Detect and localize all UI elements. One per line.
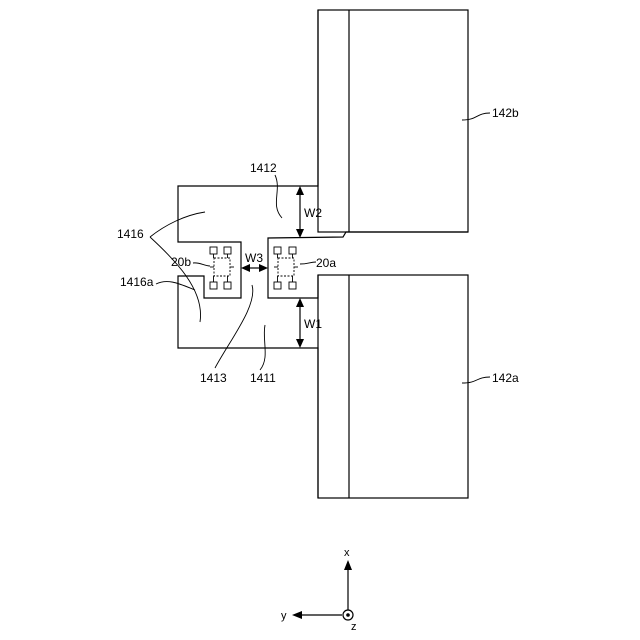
label-1412: 1412 bbox=[250, 161, 277, 175]
plate-142a bbox=[318, 275, 468, 498]
label-20a: 20a bbox=[316, 256, 336, 270]
dimension-w3-arrow bbox=[241, 264, 268, 272]
axis-label-y: y bbox=[281, 610, 287, 622]
label-142a: 142a bbox=[492, 371, 519, 385]
element-20b bbox=[210, 247, 234, 289]
label-1416a: 1416a bbox=[120, 275, 154, 289]
label-1413: 1413 bbox=[200, 371, 227, 385]
label-w3: W3 bbox=[245, 251, 263, 265]
dimension-w2-arrow bbox=[296, 186, 304, 238]
leader-lines bbox=[150, 113, 490, 383]
axis-label-z: z bbox=[351, 621, 357, 633]
axis-label-x: x bbox=[344, 547, 350, 559]
label-w1: W1 bbox=[304, 317, 322, 331]
slot-outline bbox=[268, 232, 468, 298]
label-1416: 1416 bbox=[117, 227, 144, 241]
plate-142b bbox=[318, 10, 468, 232]
label-20b: 20b bbox=[171, 255, 191, 269]
coordinate-axes bbox=[292, 560, 353, 620]
label-w2: W2 bbox=[304, 206, 322, 220]
dimension-w1-arrow bbox=[296, 298, 304, 348]
label-1411: 1411 bbox=[250, 371, 276, 385]
label-142b: 142b bbox=[492, 106, 519, 120]
element-20a bbox=[274, 247, 298, 289]
